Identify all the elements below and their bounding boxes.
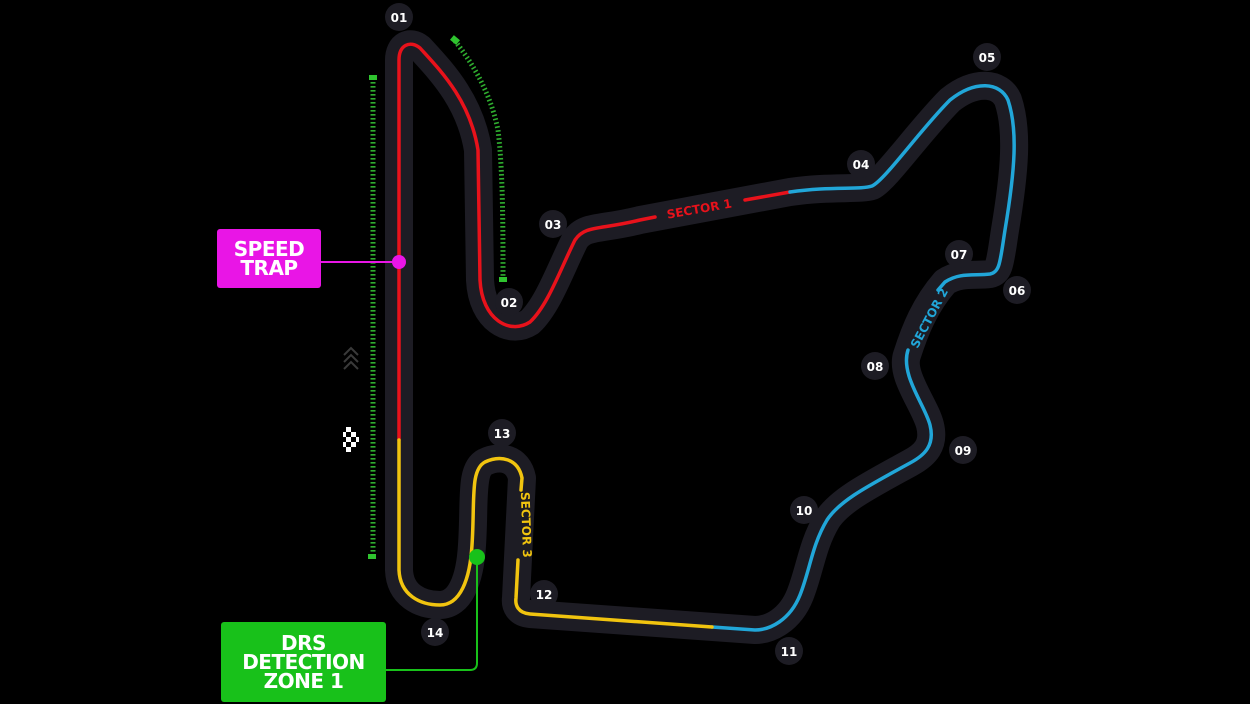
turn-badge xyxy=(861,352,889,380)
turn-number: 11 xyxy=(781,645,798,659)
drs-zone-turn1-straight xyxy=(450,35,507,282)
turn-badge xyxy=(847,150,875,178)
drs-line3: ZONE 1 xyxy=(263,668,344,693)
turn-number: 06 xyxy=(1009,284,1026,298)
turn-number: 01 xyxy=(391,11,408,25)
turn-marker: 02 xyxy=(495,288,523,316)
turn-badge xyxy=(488,419,516,447)
turn-number: 05 xyxy=(979,51,996,65)
turn-badge xyxy=(421,618,449,646)
turn-badge xyxy=(1003,276,1031,304)
turn-marker: 06 xyxy=(1003,276,1031,304)
turn-badge xyxy=(790,496,818,524)
turn-number: 13 xyxy=(494,427,511,441)
turn-number: 08 xyxy=(867,360,884,374)
speed-trap-line1: SPEED xyxy=(233,236,305,261)
turn-badge xyxy=(775,637,803,665)
sector-3-label: SECTOR 3 xyxy=(518,492,534,558)
turn-marker: 05 xyxy=(973,43,1001,71)
drs-detection-connector xyxy=(386,557,478,671)
turn-marker: 09 xyxy=(949,436,977,464)
turn-number: 03 xyxy=(545,218,562,232)
drs-detection-marker xyxy=(469,549,485,565)
turn-marker: 10 xyxy=(790,496,818,524)
turn-markers: 01 02 03 04 05 06 07 08 09 10 11 12 13 14 xyxy=(385,3,1031,665)
turn-number: 07 xyxy=(951,248,968,262)
sector-2-line xyxy=(710,84,1016,632)
turn-badge xyxy=(945,240,973,268)
sector-1-line xyxy=(397,42,792,442)
turn-badge xyxy=(530,580,558,608)
turn-badge xyxy=(973,43,1001,71)
checkered-flag-icon xyxy=(343,427,359,453)
speed-trap-line2: TRAP xyxy=(240,255,298,280)
turn-badge xyxy=(385,3,413,31)
double-chevron-up-icon xyxy=(343,346,359,370)
speed-trap-marker xyxy=(392,255,406,269)
turn-badge xyxy=(539,210,567,238)
drs-line2: DETECTION xyxy=(242,649,365,674)
turn-number: 10 xyxy=(796,504,813,518)
speed-trap-callout: SPEED TRAP xyxy=(217,229,321,288)
turn-number: 14 xyxy=(427,626,444,640)
turn-number: 12 xyxy=(536,588,553,602)
turn-number: 09 xyxy=(955,444,972,458)
turn-number: 04 xyxy=(853,158,870,172)
turn-marker: 12 xyxy=(530,580,558,608)
turn-marker: 11 xyxy=(775,637,803,665)
drs-detection-callout: DRS DETECTION ZONE 1 xyxy=(221,622,386,702)
turn-badge xyxy=(495,288,523,316)
turn-marker: 03 xyxy=(539,210,567,238)
turn-number: 02 xyxy=(501,296,518,310)
drs-zone-main-straight xyxy=(368,75,377,559)
turn-marker: 13 xyxy=(488,419,516,447)
turn-marker: 01 xyxy=(385,3,413,31)
turn-marker: 14 xyxy=(421,618,449,646)
turn-marker: 04 xyxy=(847,150,875,178)
turn-marker: 07 xyxy=(945,240,973,268)
turn-marker: 08 xyxy=(861,352,889,380)
sector-3-line xyxy=(397,438,714,629)
drs-line1: DRS xyxy=(281,630,326,655)
turn-badge xyxy=(949,436,977,464)
